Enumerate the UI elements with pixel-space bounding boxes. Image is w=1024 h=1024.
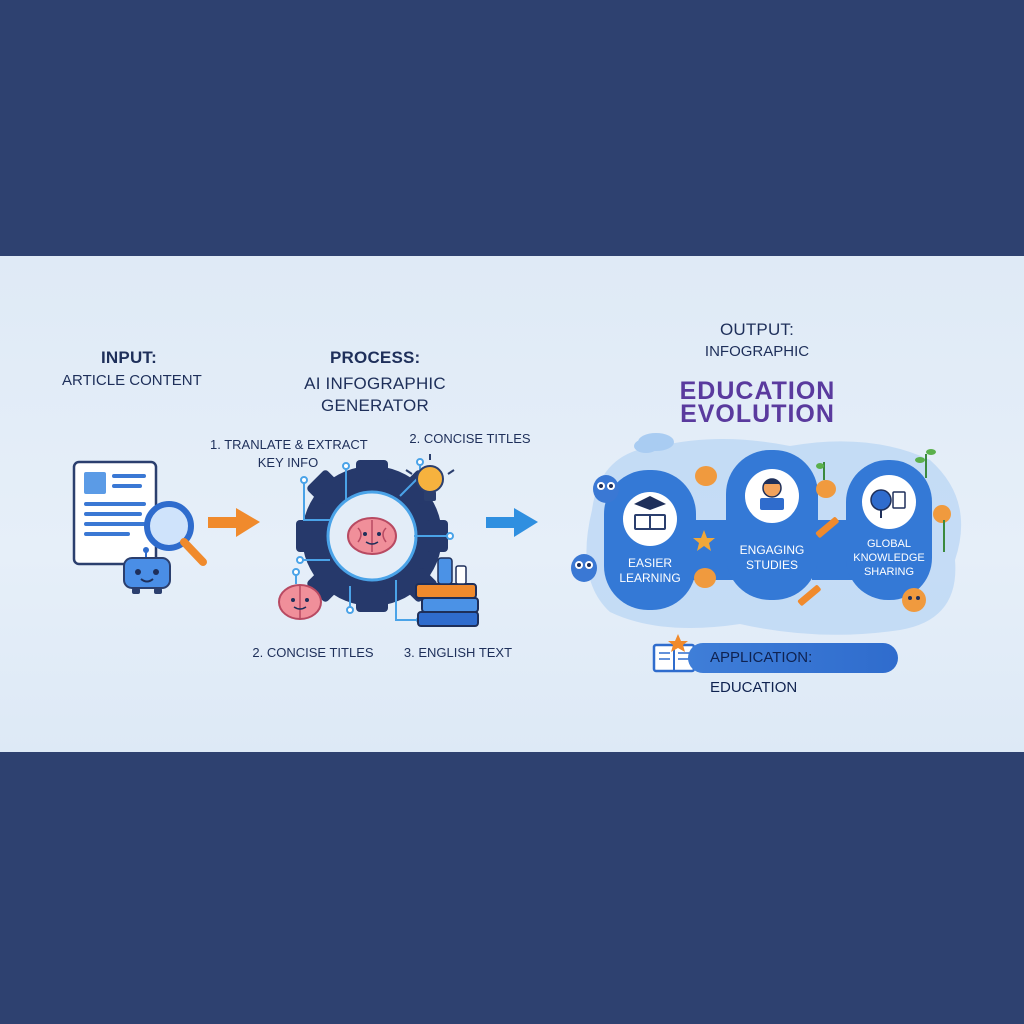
panel-label-line: KNOWLEDGE <box>853 552 925 564</box>
output-heading: OUTPUT: <box>719 320 795 339</box>
brain-icon <box>347 517 397 555</box>
panel-label-engaging-studies: ENGAGING STUDIES <box>730 543 814 573</box>
process-step-bottom-left: 2. CONCISE TITLES <box>252 645 374 660</box>
owl-icon <box>571 554 597 582</box>
pencil-icon <box>797 517 839 606</box>
output-subheading: INFOGRAPHIC <box>704 343 810 360</box>
panel-label-line: LEARNING <box>619 571 681 585</box>
panel-label-line: ENGAGING <box>739 543 805 557</box>
books-icon <box>415 557 479 627</box>
process-step-top-left-line2: KEY INFO <box>257 455 319 470</box>
infographic-title-line1: EDUCATION <box>679 377 836 405</box>
panel-global-knowledge-sharing <box>846 460 932 600</box>
panel-label-global-knowledge-sharing: GLOBAL KNOWLEDGE SHARING <box>846 537 932 579</box>
cloud-icon <box>634 433 674 453</box>
infographic-title-line2: EVOLUTION <box>680 400 835 428</box>
panel-label-line: EASIER <box>627 556 672 570</box>
application-label: APPLICATION: EDUCATION <box>710 649 813 696</box>
panel-label-line: GLOBAL <box>866 538 912 550</box>
lightbulb-icon <box>405 454 455 501</box>
robot-icon <box>123 547 171 594</box>
panel-label-line: STUDIES <box>745 558 798 572</box>
input-heading: INPUT: <box>101 348 157 367</box>
magnifier-icon <box>144 501 207 566</box>
process-step-top-left-line1: 1. TRANLATE & EXTRACT <box>210 437 368 452</box>
panel-label-easier-learning: EASIER LEARNING <box>608 556 692 586</box>
arrow-right-icon <box>208 508 260 537</box>
process-subheading-line2: GENERATOR <box>321 396 429 415</box>
star-icon <box>693 530 715 551</box>
fox-icon <box>694 466 951 612</box>
input-subheading: ARTICLE CONTENT <box>62 372 202 389</box>
process-step-top-right: 2. CONCISE TITLES <box>409 431 531 446</box>
arrow-right-icon <box>486 508 538 537</box>
brain-icon-small <box>278 568 322 620</box>
panel-engaging-studies <box>726 450 818 600</box>
panel-label-line: SHARING <box>863 566 915 578</box>
plant-icon <box>816 449 945 552</box>
document-icon <box>72 460 158 566</box>
process-heading: PROCESS: <box>330 348 421 367</box>
process-step-bottom-right: 3. ENGLISH TEXT <box>403 645 513 660</box>
owl-icon <box>593 475 619 503</box>
panel-easier-learning <box>604 470 696 610</box>
application-education-badge: APPLICATION: EDUCATION <box>688 643 898 696</box>
open-book-icon <box>652 634 696 673</box>
process-subheading-line1: AI INFOGRAPHIC <box>304 374 446 393</box>
